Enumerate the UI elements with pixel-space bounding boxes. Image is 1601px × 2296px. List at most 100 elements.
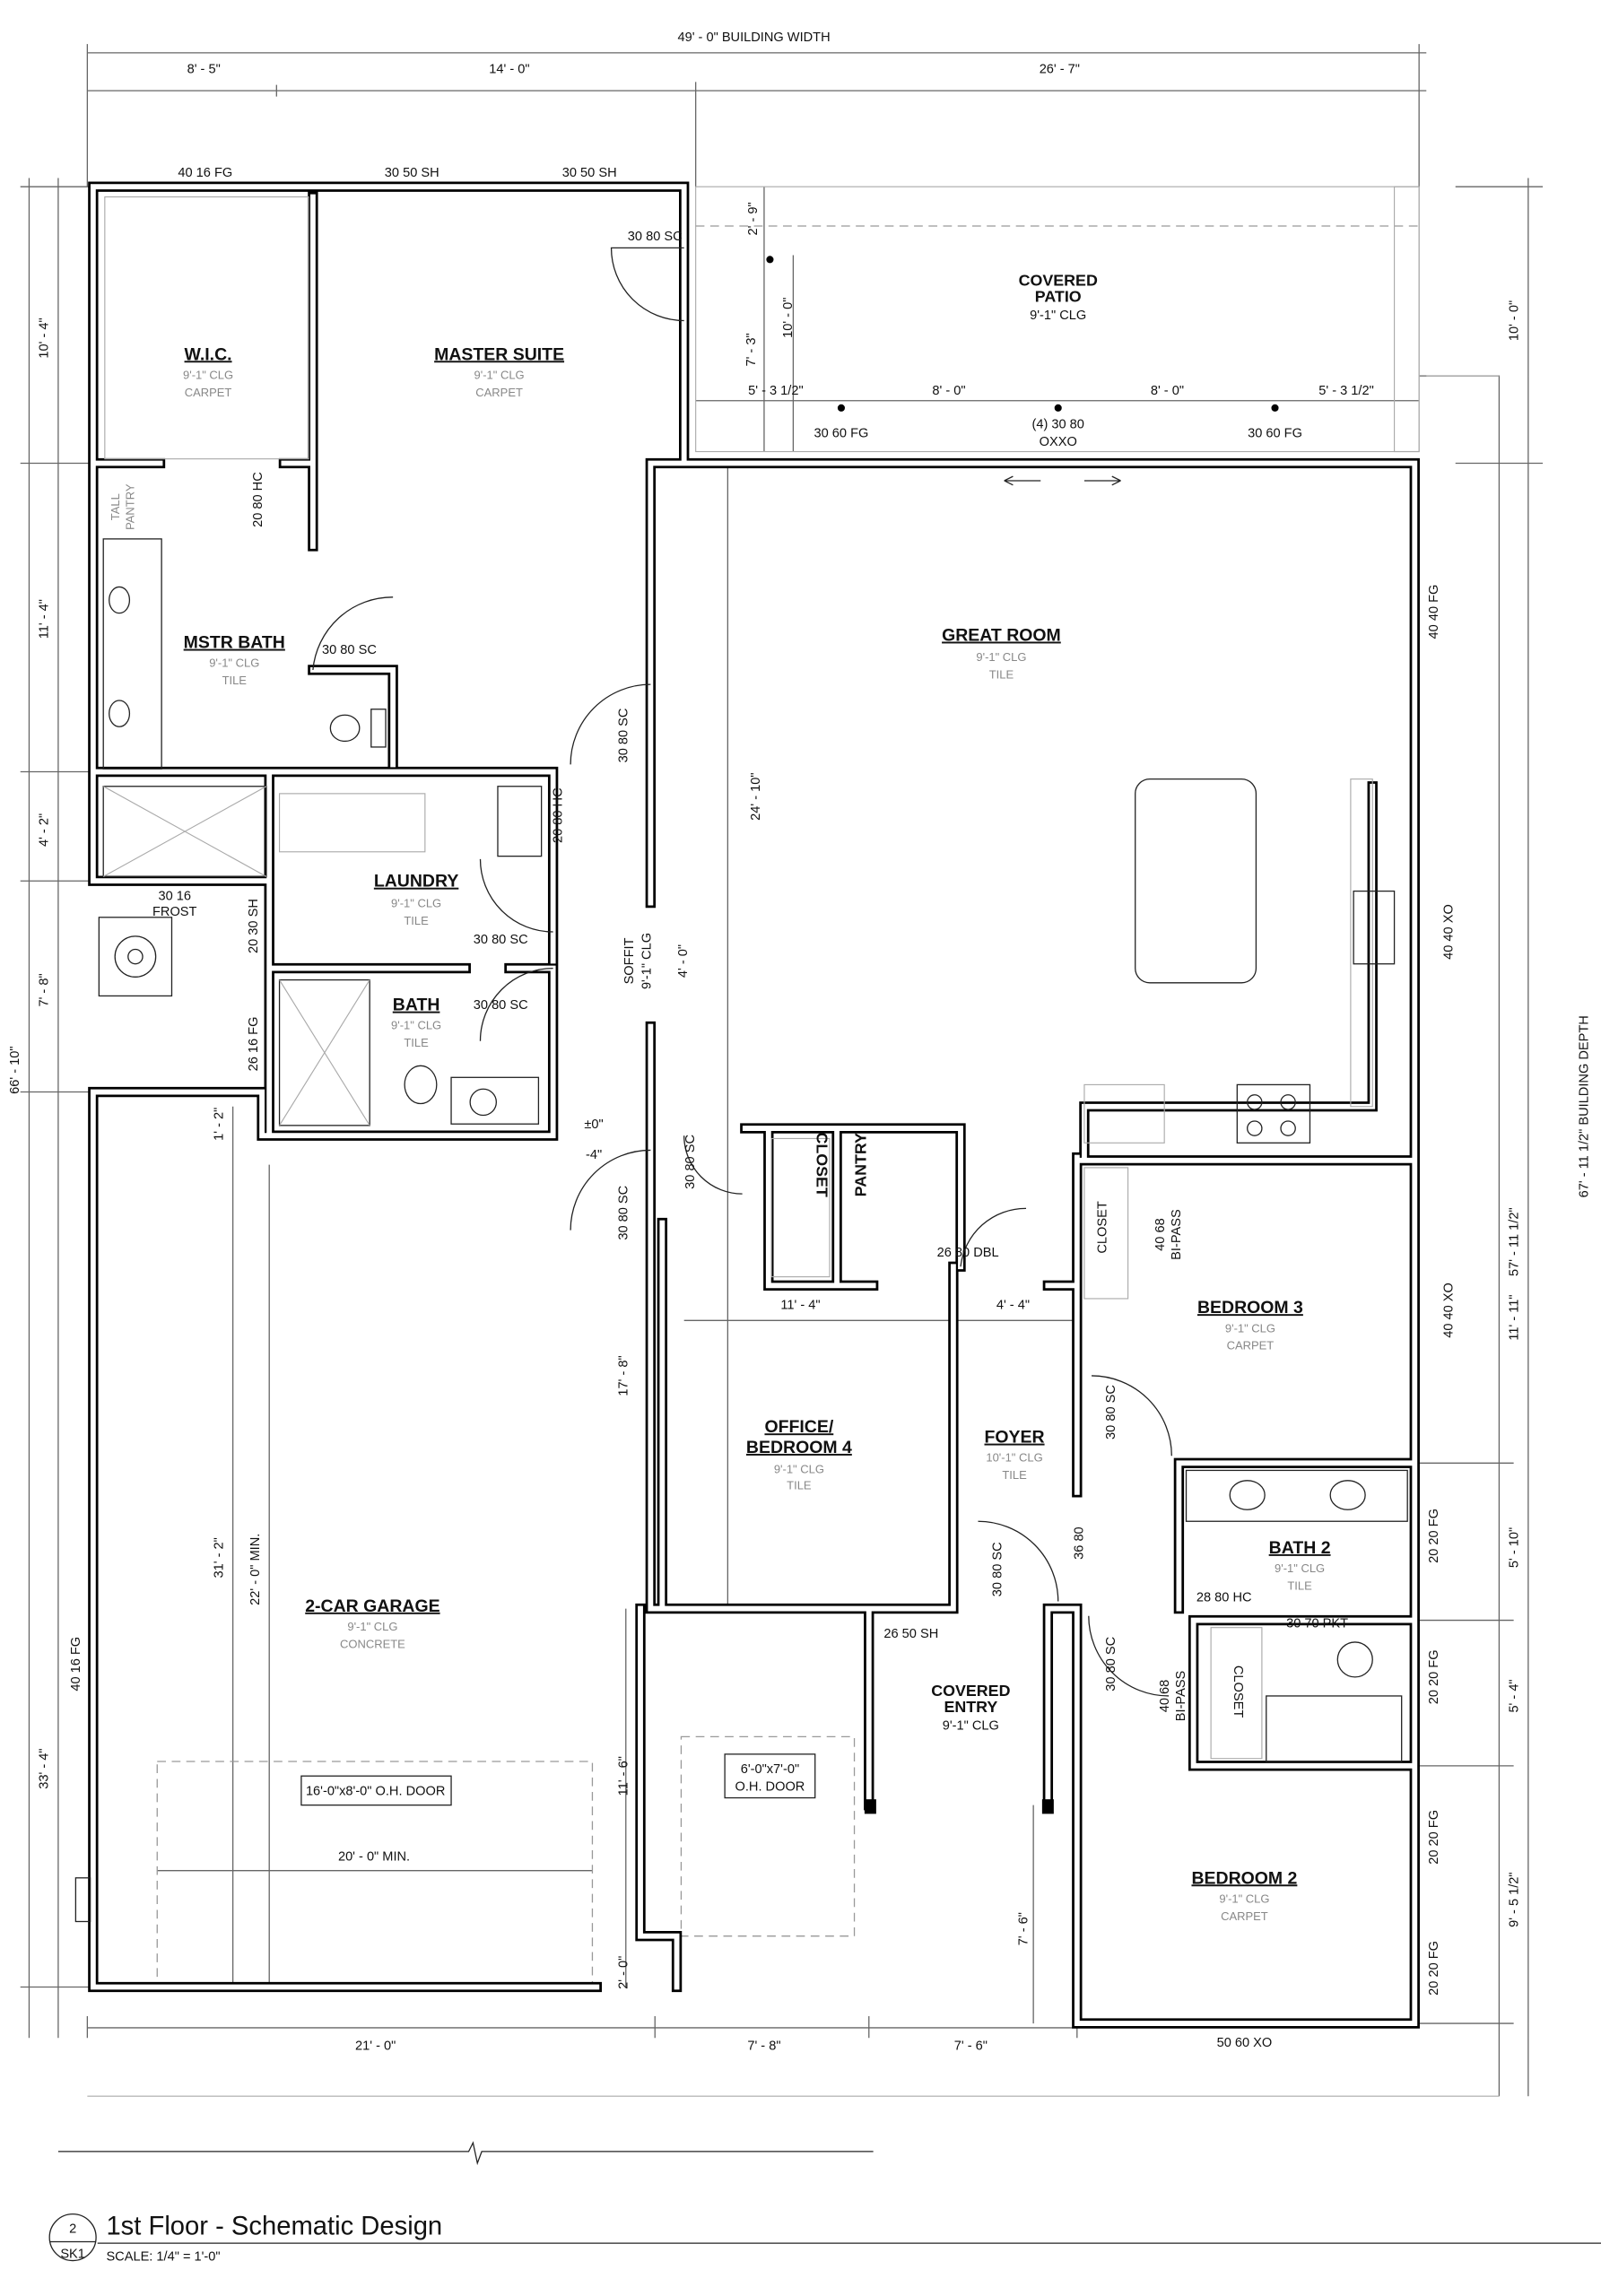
window-tag: 30 60 FG xyxy=(814,426,869,440)
window-tag: 40 16 FG xyxy=(178,166,232,180)
dimension: 21' - 0" xyxy=(355,2039,396,2053)
room-name-bath-2: BATH 2 xyxy=(1269,1538,1331,1558)
dimension: 10' - 0" xyxy=(781,298,796,338)
break-line xyxy=(48,2141,1601,2262)
door-tag: 30 80 SC xyxy=(474,998,528,1013)
room-finish: CARPET xyxy=(1227,1339,1275,1352)
room-name-office: OFFICE/ xyxy=(764,1417,833,1437)
window-tag: 40 40 XO xyxy=(1441,1283,1456,1338)
garage-door-tag: 16'-0"x8'-0" O.H. DOOR xyxy=(306,1784,445,1798)
window-tag: 30 16 xyxy=(158,889,191,903)
dimension-lines xyxy=(20,44,1544,2097)
room-name-covered-entry: ENTRY xyxy=(944,1698,997,1716)
room-name-great-room: GREAT ROOM xyxy=(942,625,1061,645)
closet-label: CLOSET xyxy=(1231,1665,1245,1718)
soffit-label: 9'-1" CLG xyxy=(640,933,654,989)
room-ceiling: 9'-1" CLG xyxy=(1225,1321,1275,1335)
room-finish: TILE xyxy=(404,914,429,927)
window-tag: 40 40 FG xyxy=(1427,585,1441,639)
sheet-scale: SCALE: 1/4" = 1'-0" xyxy=(106,2250,220,2265)
door-tag: 30 80 SC xyxy=(628,230,683,244)
door-tag: 20 80 HC xyxy=(551,787,565,843)
closet-label: CLOSET xyxy=(1095,1201,1109,1253)
window-tag: 30 60 FG xyxy=(1248,426,1302,440)
dimension: 11' - 6" xyxy=(616,1756,631,1796)
room-name-mstr-bath: MSTR BATH xyxy=(184,633,285,653)
dimension: 7' - 8" xyxy=(38,973,52,1006)
dimension: 7' - 8" xyxy=(747,2039,780,2053)
window-tag: 20 20 FG xyxy=(1427,1810,1441,1865)
fixtures xyxy=(74,196,1408,1923)
room-name-wic: W.I.C. xyxy=(185,344,232,364)
room-ceiling: 9'-1" CLG xyxy=(1030,309,1086,323)
room-ceiling: 10'-1" CLG xyxy=(986,1451,1042,1465)
door-tag: BI-PASS xyxy=(1174,1670,1188,1721)
room-finish: TILE xyxy=(404,1036,429,1049)
door-tag: 36 80 xyxy=(1072,1526,1086,1560)
room-ceiling: 9'-1" CLG xyxy=(347,1620,397,1633)
room-ceiling: 9'-1" CLG xyxy=(1219,1892,1269,1905)
window-tag: 26 50 SH xyxy=(883,1627,938,1641)
room-name-laundry: LAUNDRY xyxy=(374,872,458,891)
garage-door-tag: 6'-0"x7'-0" xyxy=(741,1762,799,1777)
room-name-bath: BATH xyxy=(393,996,440,1015)
dimension-building-width: 49' - 0" BUILDING WIDTH xyxy=(677,30,830,45)
room-name-bedroom-2: BEDROOM 2 xyxy=(1191,1868,1297,1888)
door-tag: OXXO xyxy=(1040,435,1077,449)
dimension: 7' - 6" xyxy=(954,2039,988,2053)
dimension: 5' - 4" xyxy=(1508,1679,1522,1712)
door-tag: 30 80 SC xyxy=(322,643,377,657)
dimension: 8' - 5" xyxy=(187,63,221,77)
dimension: 2' - 0" xyxy=(616,1956,631,1989)
room-name-covered-patio: PATIO xyxy=(1035,287,1082,305)
elevation-tag: ±0" xyxy=(584,1118,603,1132)
dimension: 33' - 4" xyxy=(38,1748,52,1788)
door-tag: 30 80 SC xyxy=(990,1542,1005,1596)
room-finish: TILE xyxy=(222,674,248,687)
room-finish: TILE xyxy=(1002,1468,1027,1482)
window-tag: 40 16 FG xyxy=(69,1637,83,1692)
room-ceiling: 9'-1" CLG xyxy=(1275,1561,1325,1575)
dimension: 2' - 9" xyxy=(746,202,761,235)
dimension: 20' - 0" MIN. xyxy=(338,1849,410,1864)
room-name-covered-entry: COVERED xyxy=(931,1682,1010,1700)
window-tag: 20 20 FG xyxy=(1427,1649,1441,1704)
window-tag: 20 20 FG xyxy=(1427,1509,1441,1563)
pantry-label: PANTRY xyxy=(852,1133,870,1196)
room-ceiling: 9'-1" CLG xyxy=(183,368,233,381)
dimension: 26' - 7" xyxy=(1040,63,1080,77)
room-finish: CARPET xyxy=(475,386,523,399)
dimension-building-depth: 67' - 11 1/2" BUILDING DEPTH xyxy=(1577,1015,1591,1197)
door-tag: 28 80 HC xyxy=(1196,1590,1252,1605)
window-tag: 30 50 SH xyxy=(385,166,439,180)
sliding-door-arrows xyxy=(1004,475,1121,486)
tall-pantry-label: PANTRY xyxy=(123,483,136,530)
window-tag: 20 30 SH xyxy=(247,899,261,953)
room-finish: CONCRETE xyxy=(340,1637,405,1650)
dimension: 66' - 10" xyxy=(8,1046,22,1093)
dimension: 4' - 0" xyxy=(676,944,691,978)
door-tag: 30 80 SC xyxy=(1104,1637,1118,1692)
room-finish: TILE xyxy=(989,668,1014,682)
dimension: 14' - 0" xyxy=(489,63,529,77)
tall-pantry-label: TALL xyxy=(109,493,122,520)
dimension: 8' - 0" xyxy=(1151,384,1184,398)
dimension: 5' - 3 1/2" xyxy=(748,384,804,398)
elevation-tag: -4" xyxy=(586,1148,602,1162)
dimension: 11' - 4" xyxy=(780,1298,820,1312)
door-tag: 26 80 DBL xyxy=(937,1246,999,1260)
dimension: 7' - 6" xyxy=(1017,1912,1031,1945)
window-tag: 50 60 XO xyxy=(1217,2036,1273,2050)
door-swings xyxy=(312,247,1172,1697)
window-tag: 20 20 FG xyxy=(1427,1941,1441,1996)
detail-callout-circle xyxy=(48,2213,97,2262)
door-tag: 30 80 SC xyxy=(683,1135,698,1189)
door-tag: 30 80 SC xyxy=(474,933,528,947)
dimension: 9' - 5 1/2" xyxy=(1508,1872,1522,1927)
room-ceiling: 9'-1" CLG xyxy=(209,657,259,670)
dimension: 5' - 3 1/2" xyxy=(1318,384,1374,398)
room-name-master-suite: MASTER SUITE xyxy=(434,344,564,364)
dimension: 57' - 11 1/2" xyxy=(1508,1207,1522,1276)
window-tag: FROST xyxy=(152,905,197,919)
